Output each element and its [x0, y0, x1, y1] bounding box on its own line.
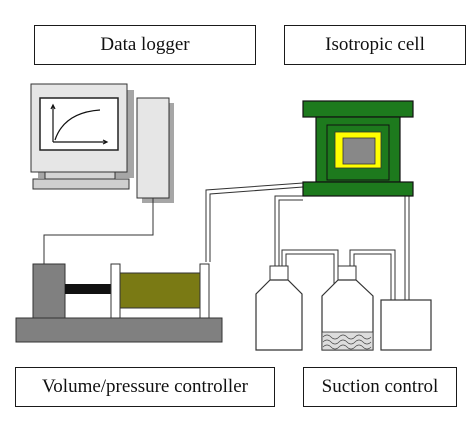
controller-cell-pipe	[205, 182, 304, 262]
volume-pressure-controller-label: Volume/pressure controller	[15, 367, 275, 407]
right-support	[199, 263, 210, 319]
controller-base	[15, 317, 223, 343]
water-bottle-left	[255, 265, 303, 351]
suction-bottles	[255, 265, 432, 351]
piston-rod	[65, 284, 111, 294]
computer-tower	[136, 97, 170, 199]
keyboard	[32, 178, 130, 190]
cell-top-plate	[302, 100, 414, 118]
controller-cell-pipe-inner	[209, 186, 304, 262]
left-support	[110, 263, 121, 319]
cell-bottle-pipe-a	[274, 195, 303, 266]
suction-control-label: Suction control	[303, 367, 457, 407]
motor-block	[32, 263, 66, 319]
cell-bottle-pipe-b	[278, 199, 303, 266]
computer	[30, 83, 174, 203]
water-reservoir-box	[380, 299, 432, 351]
salt-solution-bottle	[321, 265, 374, 351]
monitor-stand	[44, 171, 116, 180]
volume-pressure-controller	[15, 263, 223, 343]
cell-bottom-plate	[302, 181, 414, 197]
soil-specimen	[342, 137, 376, 165]
isotropic-cell-label: Isotropic cell	[284, 25, 466, 65]
isotropic-cell	[302, 100, 414, 197]
logger-controller-cable	[43, 198, 154, 264]
piston-cylinder	[119, 272, 201, 309]
bottle-connection-c	[349, 249, 396, 300]
growth-curve-icon	[50, 103, 109, 145]
bottle-connection-d	[353, 253, 392, 300]
data-logger-label: Data logger	[34, 25, 256, 65]
